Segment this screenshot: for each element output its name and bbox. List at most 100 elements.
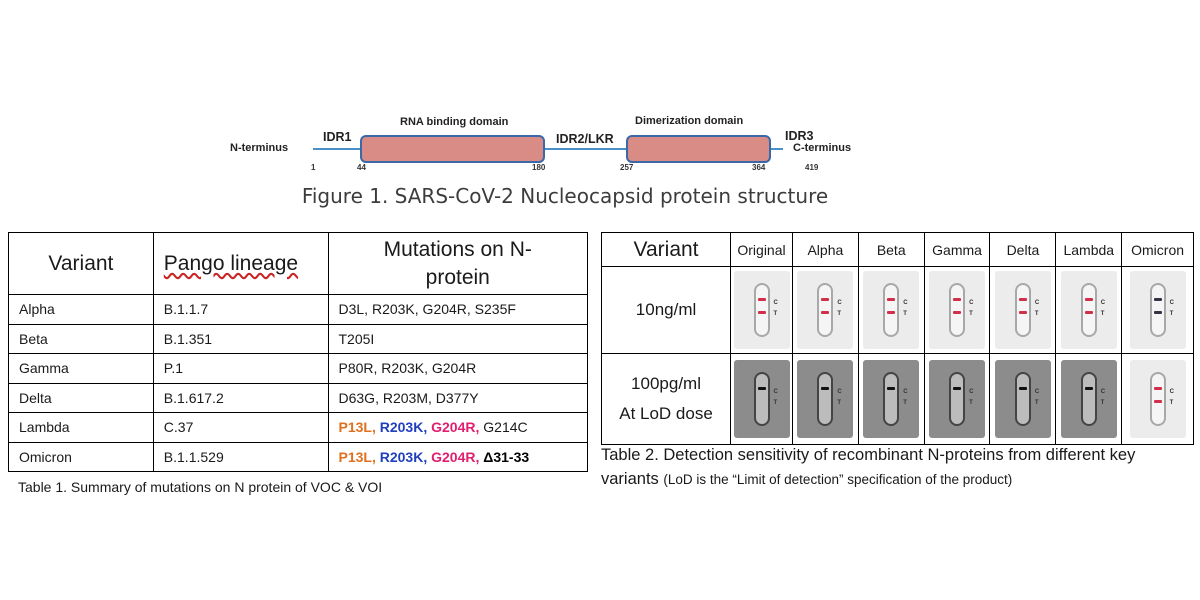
mutation-label: P13L (338, 448, 372, 465)
header-variant-name: Original (730, 232, 793, 267)
strip-c-label: C (969, 389, 974, 395)
strip-window (949, 372, 966, 426)
test-band (887, 311, 896, 314)
table1-caption: Table 1. Summary of mutations on N prote… (18, 479, 383, 495)
mutation-separator: , (371, 448, 380, 465)
concentration-label: 10ng/ml (600, 266, 732, 354)
strip-c-label: C (969, 300, 974, 306)
control-band (1153, 387, 1162, 390)
strip-c-label: C (1169, 300, 1174, 306)
variant-cell: Alpha (8, 294, 154, 325)
header-mutations-line1: Mutations on N- (383, 237, 532, 261)
strip-window (1014, 283, 1031, 337)
mutations-cell: D3L, R203K, G204R, S235F (327, 294, 588, 325)
lineage-cell: B.1.1.529 (152, 441, 329, 472)
lineage-cell: P.1 (152, 353, 329, 384)
strip-c-label: C (1034, 300, 1040, 306)
mutations-cell-colored: P13L, R203K, G204R, Δ31-33 (327, 441, 588, 472)
concentration-label: 100pg/ml At LoD dose (600, 353, 732, 445)
strip-c-label: C (773, 389, 778, 395)
position-label: 257 (620, 163, 634, 172)
idr3-label: IDR3 (785, 129, 814, 143)
control-band (757, 298, 766, 301)
c-terminus-label: C-terminus (793, 142, 852, 154)
control-band (1153, 298, 1162, 301)
strip-t-label: T (837, 311, 842, 317)
strip-c-label: C (903, 300, 908, 306)
strip-c-label: C (837, 389, 842, 395)
control-band (887, 387, 896, 390)
strip-t-label: T (1034, 311, 1039, 317)
header-variant-name: Lambda (1055, 232, 1123, 267)
strip-t-label: T (773, 400, 778, 406)
header-pango-lineage-text: Pango lineage (163, 251, 299, 275)
strip-window (1149, 372, 1166, 426)
position-label: 180 (532, 163, 546, 172)
variant-cell: Delta (8, 382, 154, 413)
variant-cell: Lambda (8, 412, 154, 443)
mutation-separator: , (371, 419, 380, 436)
control-band (757, 387, 766, 390)
strip-t-label: T (773, 311, 778, 317)
idr2-label: IDR2/LKR (556, 132, 614, 146)
lineage-cell: B.1.617.2 (152, 382, 329, 413)
strip-window (883, 372, 900, 426)
concentration-label-line1: 100pg/ml (631, 374, 701, 393)
table-row: Omicron B.1.1.529 P13L, R203K, G204R, Δ3… (8, 441, 588, 472)
lineage-cell: C.37 (152, 412, 329, 443)
mutation-label: R203K (379, 419, 424, 436)
variant-cell: Beta (8, 323, 154, 354)
dimerization-domain-box (626, 135, 771, 163)
strip-t-label: T (1100, 311, 1105, 317)
control-band (1018, 387, 1027, 390)
position-label: 44 (357, 163, 366, 172)
table2-caption: Table 2. Detection sensitivity of recomb… (601, 443, 1197, 492)
mutation-separator: , (423, 448, 432, 465)
test-band (821, 311, 830, 314)
strip-c-label: C (1100, 300, 1106, 306)
mutations-cell: D63G, R203M, D377Y (327, 382, 588, 413)
strip-window (1080, 283, 1097, 337)
mutations-table: Variant Pango lineage Mutations on N- pr… (8, 232, 588, 472)
concentration-label-line2: At LoD dose (619, 404, 713, 423)
mutations-cell-colored: P13L, R203K, G204R, G214C (327, 412, 588, 443)
mutation-label: P13L (338, 419, 372, 436)
header-variant-name: Beta (857, 232, 925, 267)
strip-t-label: T (1169, 400, 1174, 406)
n-terminus-label: N-terminus (230, 142, 289, 154)
control-band (887, 298, 896, 301)
position-label: 419 (805, 163, 819, 172)
table-row: Beta B.1.351 T205I (8, 323, 588, 354)
test-band (1153, 400, 1162, 403)
mutation-separator: , (423, 419, 432, 436)
variant-cell: Omicron (8, 441, 154, 472)
strip-c-label: C (1100, 389, 1106, 395)
control-band (1084, 387, 1093, 390)
strip-t-label: T (903, 311, 907, 317)
mutations-cell: T205I (327, 323, 588, 354)
position-label: 1 (311, 163, 316, 172)
test-band (953, 311, 962, 314)
table-row: Lambda C.37 P13L, R203K, G204R, G214C (8, 412, 588, 443)
figure1-caption: Figure 1. SARS-CoV-2 Nucleocapsid protei… (301, 184, 829, 208)
header-mutations-line2: protein (425, 265, 490, 289)
strip-window (817, 372, 834, 426)
header-mutations: Mutations on N- protein (327, 232, 588, 295)
